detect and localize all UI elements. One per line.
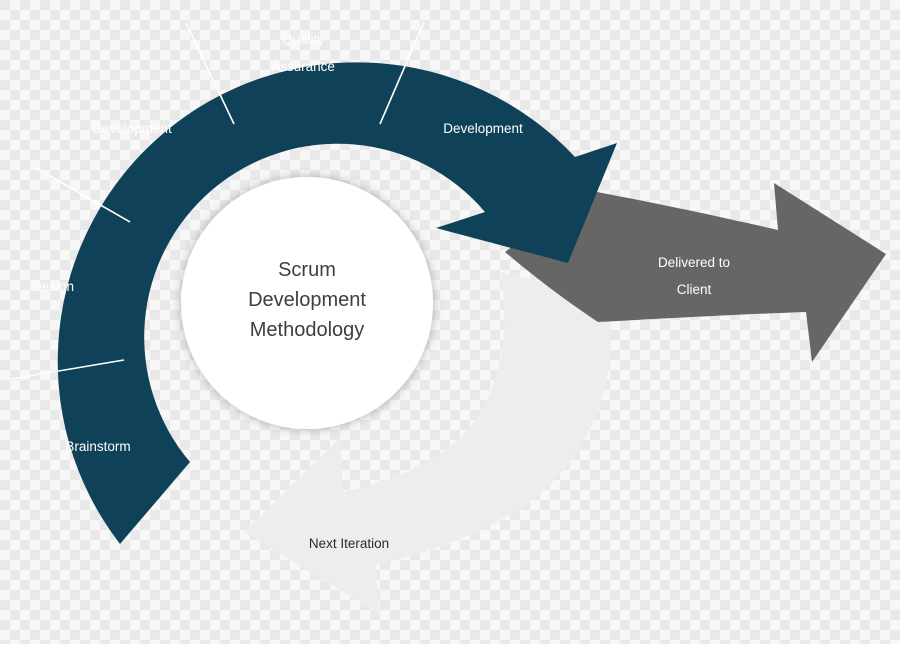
divider-design-development: [35, 167, 131, 223]
next-iteration-label: Next Iteration: [309, 536, 389, 551]
scrum-cycle: Brainstorm Design Development Quality As…: [10, 21, 617, 544]
next-iteration-arrow-shape: [244, 272, 611, 614]
segment-label-brainstorm: Brainstorm: [65, 439, 130, 454]
center-title-line-1: Scrum: [278, 259, 336, 281]
divider-qa-development: [379, 21, 425, 125]
delivered-label-line-1: Delivered to: [658, 255, 730, 270]
delivered-arrow: Delivered to Client: [505, 183, 886, 362]
center-hub: Scrum Development Methodology: [181, 177, 433, 429]
center-circle: [181, 177, 433, 429]
segment-label-development-1: Development: [92, 121, 172, 136]
segment-label-development-2: Development: [443, 121, 523, 136]
segment-label-qa-line-2: Assurance: [271, 59, 335, 74]
delivered-arrow-shape: [505, 183, 886, 362]
cycle-arc: [57, 62, 617, 544]
segment-label-design: Design: [32, 279, 74, 294]
divider-development-qa: [185, 22, 235, 125]
center-title-line-3: Methodology: [250, 319, 365, 341]
segment-label-qa-line-1: Quality: [282, 32, 324, 47]
delivered-label-line-2: Client: [677, 282, 712, 297]
center-title-line-2: Development: [248, 289, 366, 311]
divider-brainstorm-design: [10, 359, 125, 380]
next-iteration-arrow: Next Iteration: [244, 272, 611, 614]
segment-dividers: [10, 21, 425, 380]
